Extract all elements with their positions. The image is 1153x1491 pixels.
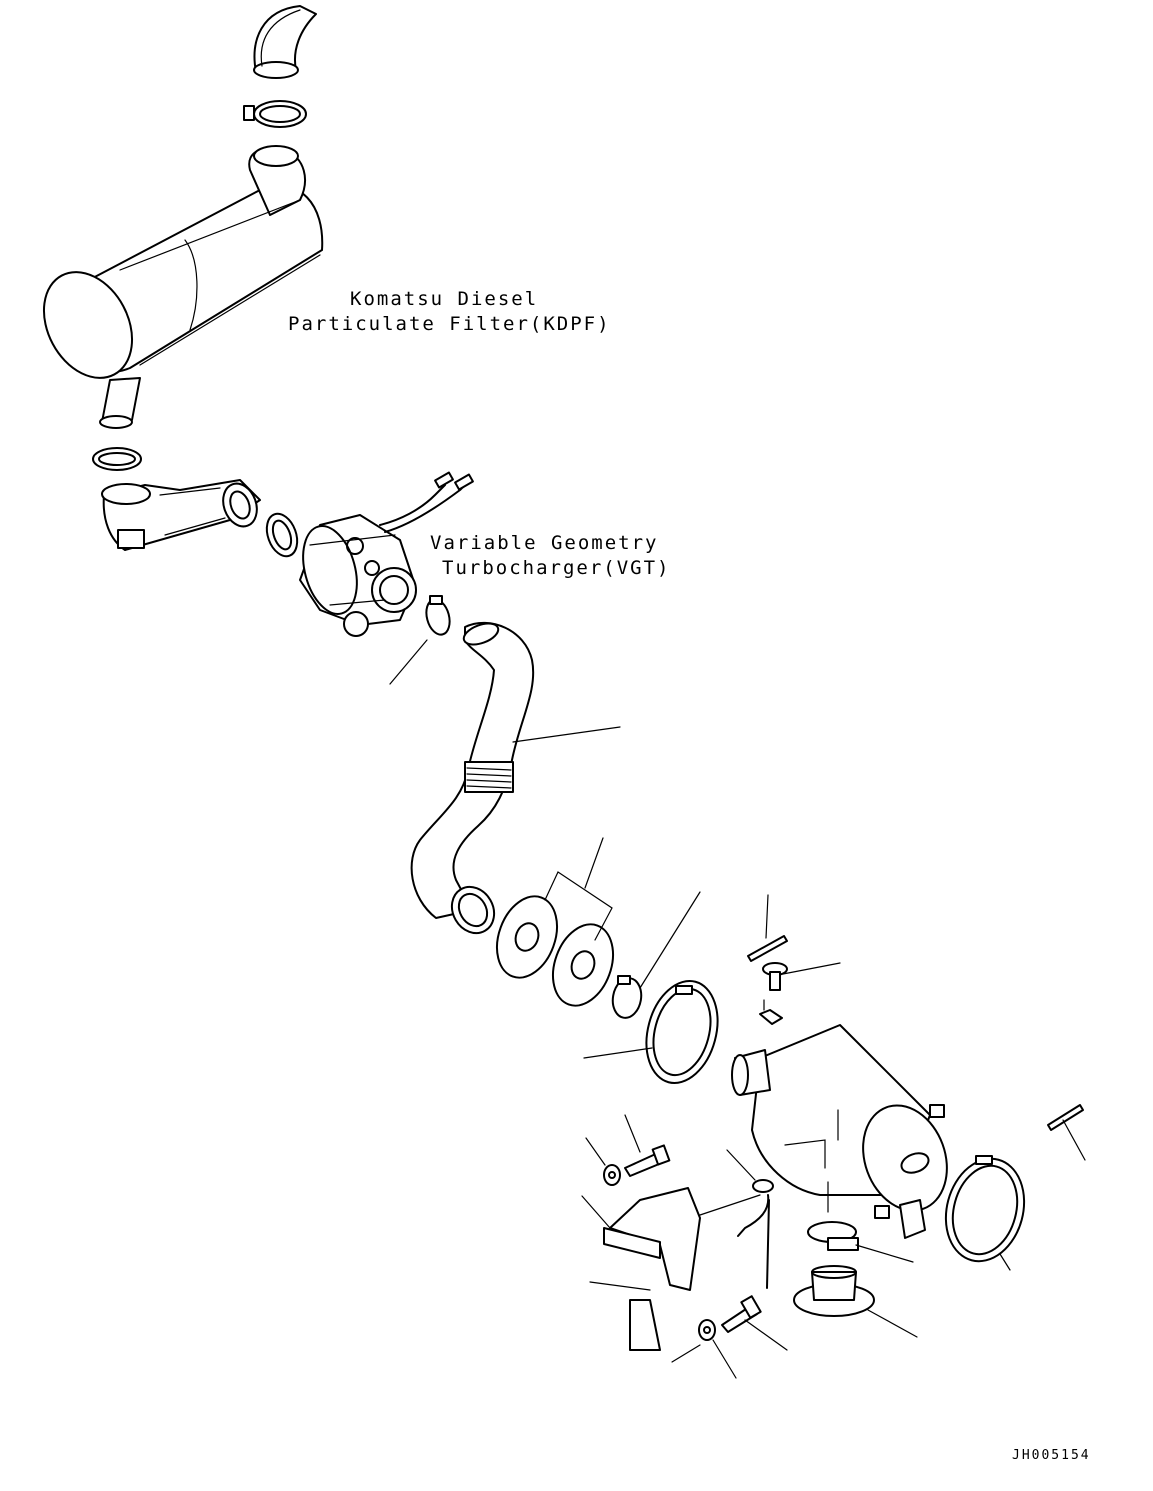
vgt-inlet-ring — [265, 512, 299, 558]
hose-clamp-small — [389, 595, 451, 685]
top-clamp — [243, 100, 307, 128]
mounting-bracket — [581, 1187, 761, 1363]
connector-pipe — [101, 479, 261, 551]
mounting-band — [583, 980, 719, 1084]
vgt-label-line1: Variable Geometry — [430, 532, 659, 554]
gasket-plates — [496, 837, 614, 1007]
kdpf-label-line2: Particulate Filter(KDPF) — [288, 313, 611, 335]
kdpf-outlet-clamp — [92, 447, 142, 471]
top-elbow-pipe — [253, 5, 317, 79]
top-bolt-parts — [747, 894, 841, 1025]
intake-hose — [410, 621, 621, 935]
drawing-code: JH005154 — [1012, 1448, 1091, 1463]
fasteners — [585, 1114, 788, 1379]
dust-cup — [793, 1221, 918, 1338]
kdpf-label-line1: Komatsu Diesel — [350, 288, 539, 310]
vgt-label-line2: Turbocharger(VGT) — [442, 557, 671, 579]
air-cleaner — [731, 1024, 948, 1239]
hose-clamp — [611, 891, 701, 1019]
vgt-turbocharger — [299, 471, 474, 637]
service-indicator — [726, 1149, 774, 1289]
kdpf-filter — [42, 145, 324, 429]
right-clamp-band — [944, 1104, 1086, 1271]
